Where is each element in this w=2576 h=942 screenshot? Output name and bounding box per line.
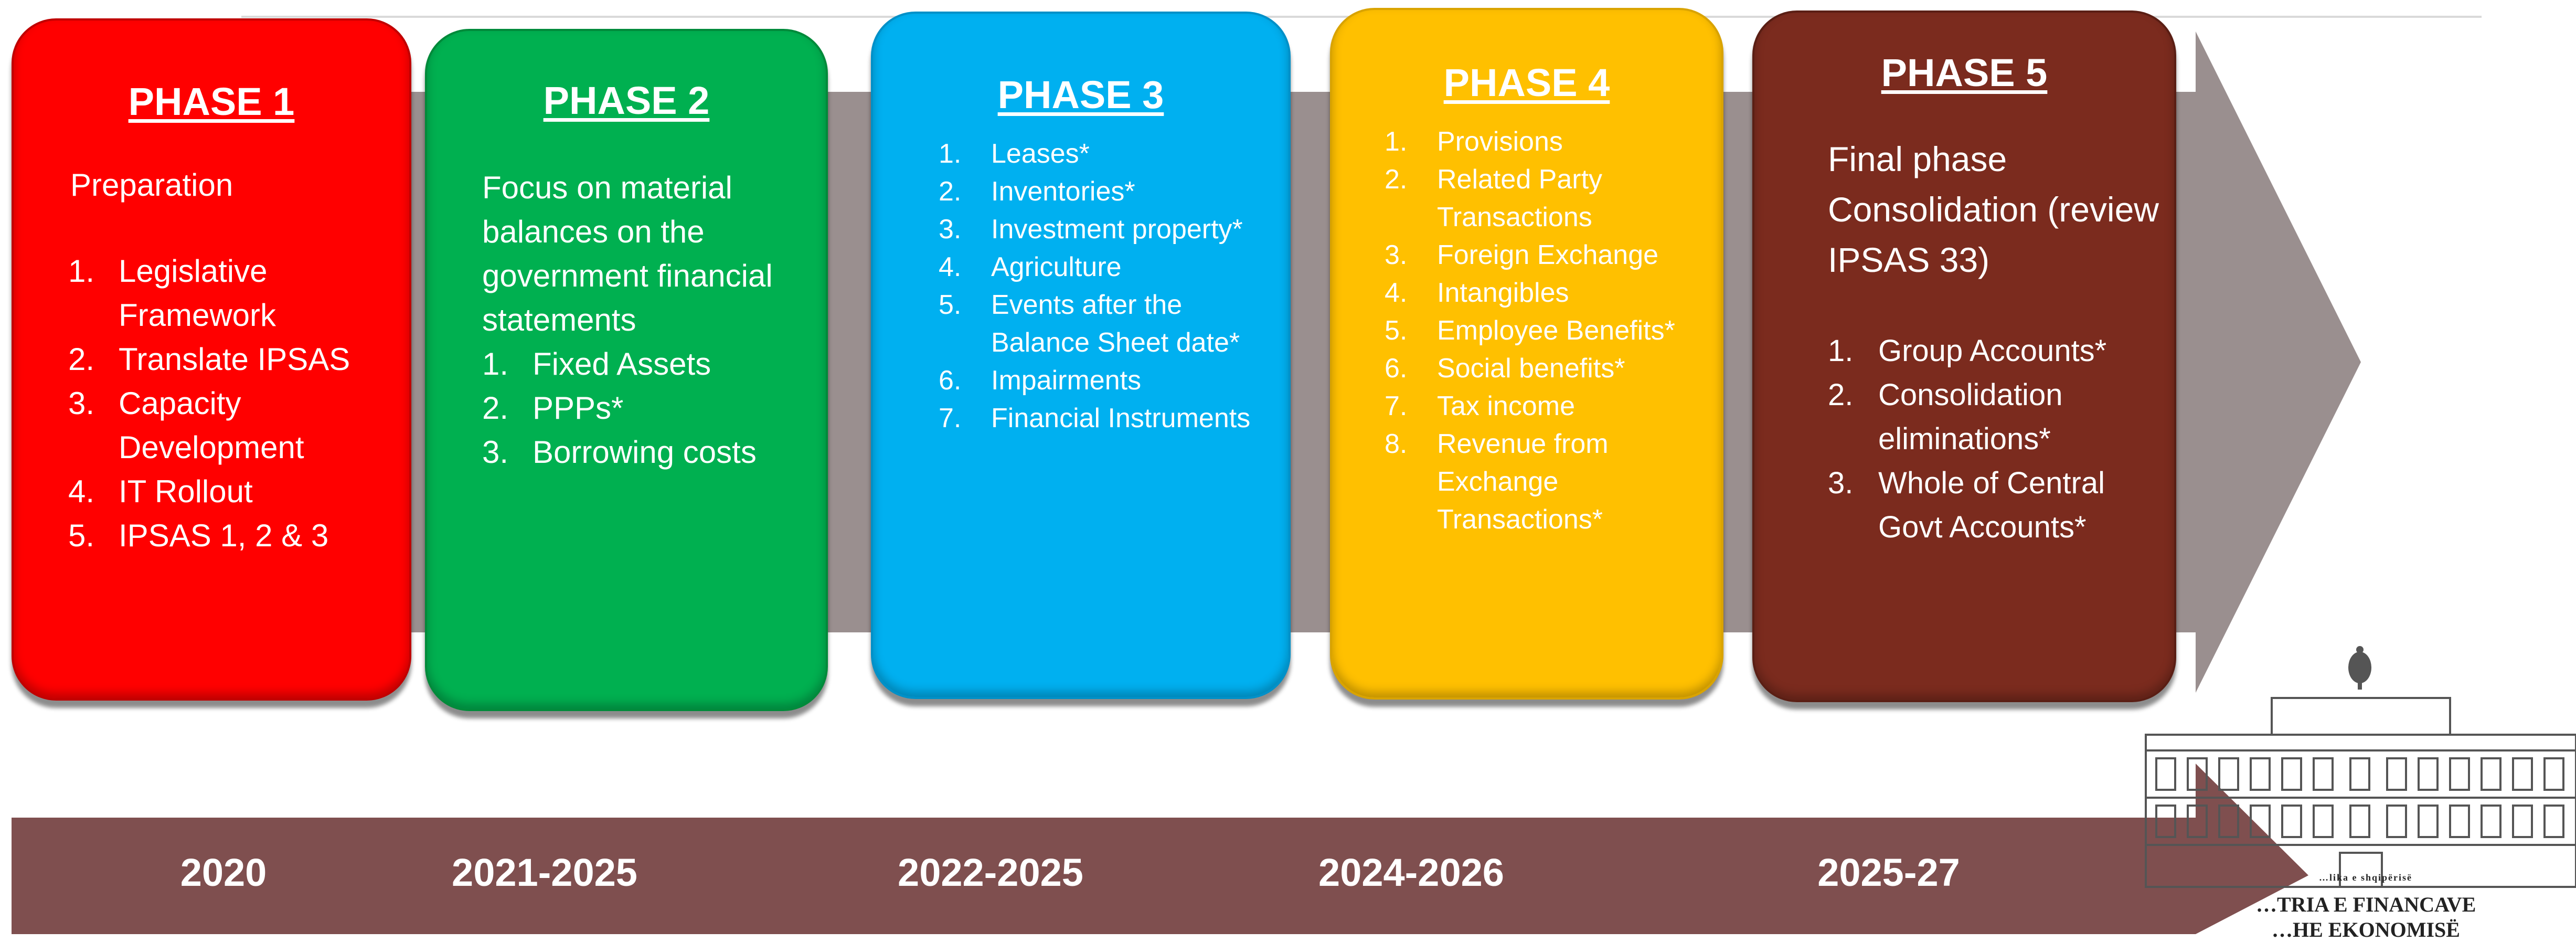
phase-3-title: PHASE 3: [997, 73, 1164, 117]
phase-1-item-text: Legislative Framework: [119, 253, 276, 333]
phase-3-item-text: Inventories*: [991, 176, 1135, 207]
phase-4-item: 8.Revenue from Exchange Transactions*: [1385, 425, 1711, 538]
phase-4-item-text: Social benefits*: [1437, 353, 1625, 384]
phase-5-item-text: Consolidation eliminations*: [1878, 378, 2063, 456]
phase-4-item: 7.Tax income: [1385, 387, 1711, 425]
phase-1-title: PHASE 1: [128, 80, 295, 123]
phase-5-item: 2.Consolidation eliminations*: [1828, 373, 2164, 461]
ministry-logo-line-1: …lika e shqipërisë: [2319, 872, 2413, 883]
ministry-building-logo: [2145, 646, 2576, 888]
phase-2-item: 1.Fixed Assets: [482, 342, 815, 386]
building-icon: [2145, 697, 2576, 888]
phase-2-list: 1.Fixed Assets 2.PPPs* 3.Borrowing costs: [482, 342, 815, 474]
phase-1-item: 4.IT Rollout: [68, 470, 393, 514]
phase-5-item: 1.Group Accounts*: [1828, 329, 2164, 373]
phase-4-list: 1.Provisions 2.Related Party Transaction…: [1385, 123, 1711, 538]
phase-4-item-text: Tax income: [1437, 391, 1575, 421]
phase-3-item-text: Investment property*: [991, 214, 1243, 245]
phase-1-intro: Preparation: [70, 167, 233, 203]
phase-4-item: 4.Intangibles: [1385, 274, 1711, 312]
phase-4-item: 6.Social benefits*: [1385, 350, 1711, 387]
phase-1-item: 1.Legislative Framework: [68, 249, 393, 337]
phase-5-item-text: Whole of Central Govt Accounts*: [1878, 466, 2105, 544]
phase-3-card: PHASE 3 1.Leases* 2.Inventories* 3.Inves…: [871, 12, 1291, 699]
phase-3-list: 1.Leases* 2.Inventories* 3.Investment pr…: [939, 135, 1278, 437]
phase-4-item: 1.Provisions: [1385, 123, 1711, 161]
ministry-logo-line-3: …HE EKONOMISË: [2272, 918, 2460, 941]
phase-2-item-text: PPPs*: [533, 390, 624, 426]
phase-4-item-text: Related Party Transactions: [1437, 164, 1603, 232]
phase-3-item-text: Agriculture: [991, 252, 1122, 282]
timeline-arrow: [12, 764, 2308, 934]
phase-5-card: PHASE 5 Final phase Consolidation (revie…: [1752, 10, 2176, 702]
phase-5-item-text: Group Accounts*: [1878, 334, 2107, 368]
phase-3-item-text: Financial Instruments: [991, 403, 1251, 433]
phase-4-item: 5.Employee Benefits*: [1385, 312, 1711, 350]
phase-4-item-text: Employee Benefits*: [1437, 315, 1675, 346]
timeline-year-label: 2024-2026: [1318, 851, 1504, 894]
phase-3-item-text: Events after the Balance Sheet date*: [991, 290, 1240, 358]
phase-2-item-text: Fixed Assets: [533, 346, 711, 382]
phase-3-item: 2.Inventories*: [939, 173, 1278, 210]
phase-1-item: 2.Translate IPSAS: [68, 337, 393, 382]
phase-3-item-text: Impairments: [991, 365, 1142, 396]
phase-2-item: 3.Borrowing costs: [482, 430, 815, 474]
timeline-year-label: 2022-2025: [898, 851, 1083, 894]
phase-1-item: 5.IPSAS 1, 2 & 3: [68, 514, 393, 558]
phase-1-item-text: IPSAS 1, 2 & 3: [119, 518, 329, 553]
phase-3-item: 4.Agriculture: [939, 248, 1278, 286]
phase-4-item-text: Revenue from Exchange Transactions*: [1437, 429, 1609, 535]
phase-2-title: PHASE 2: [543, 79, 710, 122]
phase-2-card: PHASE 2 Focus on material balances on th…: [425, 29, 828, 711]
phase-1-list: 1.Legislative Framework 2.Translate IPSA…: [68, 249, 393, 558]
phase-5-intro: Final phase Consolidation (review IPSAS …: [1828, 140, 2159, 279]
phase-4-item-text: Provisions: [1437, 126, 1563, 157]
phase-3-item: 7.Financial Instruments: [939, 399, 1278, 437]
phase-3-item: 5.Events after the Balance Sheet date*: [939, 286, 1278, 362]
phase-4-card: PHASE 4 1.Provisions 2.Related Party Tra…: [1330, 8, 1723, 700]
phase-3-item: 6.Impairments: [939, 362, 1278, 399]
phase-5-title: PHASE 5: [1881, 51, 2048, 94]
phase-4-title: PHASE 4: [1443, 61, 1610, 104]
ministry-logo-line-2: …TRIA E FINANCAVE: [2256, 893, 2476, 916]
phase-3-item: 3.Investment property*: [939, 210, 1278, 248]
phase-4-item-text: Intangibles: [1437, 278, 1569, 308]
phase-2-item-text: Borrowing costs: [533, 435, 757, 470]
phase-1-item-text: Capacity Development: [119, 386, 304, 465]
eagle-emblem-icon: [2348, 646, 2371, 690]
phase-4-item: 2.Related Party Transactions: [1385, 161, 1711, 236]
phase-2-item: 2.PPPs*: [482, 386, 815, 430]
phase-4-item-text: Foreign Exchange: [1437, 240, 1659, 270]
timeline-year-label: 2021-2025: [452, 851, 637, 894]
phase-3-item-text: Leases*: [991, 139, 1090, 169]
phase-5-list: 1.Group Accounts* 2.Consolidation elimin…: [1828, 329, 2164, 549]
timeline-year-label: 2025-27: [1817, 851, 1960, 894]
phase-1-card: PHASE 1 Preparation 1.Legislative Framew…: [12, 18, 411, 701]
timeline-year-label: 2020: [180, 851, 267, 894]
phase-4-item: 3.Foreign Exchange: [1385, 236, 1711, 274]
phase-2-intro: Focus on material balances on the govern…: [482, 170, 773, 337]
phase-1-item-text: IT Rollout: [119, 474, 253, 509]
phase-1-item: 3.Capacity Development: [68, 382, 393, 470]
phase-1-item-text: Translate IPSAS: [119, 342, 350, 377]
phase-5-item: 3.Whole of Central Govt Accounts*: [1828, 461, 2164, 549]
phase-3-item: 1.Leases*: [939, 135, 1278, 173]
